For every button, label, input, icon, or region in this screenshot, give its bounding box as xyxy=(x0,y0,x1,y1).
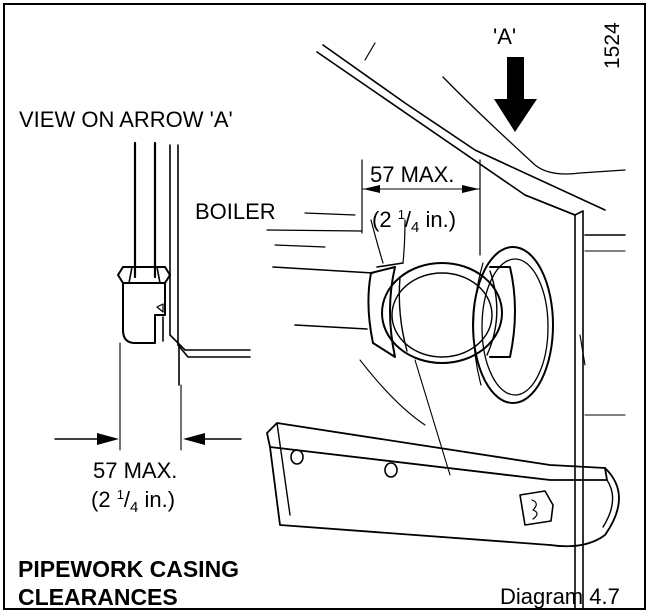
boiler-clearance-max: 57 MAX. xyxy=(370,162,455,187)
diagram-artwork xyxy=(54,42,626,608)
imperial-numerator: 1 xyxy=(397,207,405,222)
imperial-denominator: 4 xyxy=(411,219,420,236)
diagram-frame: 1524 'A' VIEW ON ARROW 'A' BOILER 57 MAX… xyxy=(3,3,646,610)
imperial-slash: / xyxy=(123,487,131,512)
imperial-unit: in.) xyxy=(138,487,176,512)
boiler-clearance-imperial: (2 1/4 in.) xyxy=(372,207,457,235)
view-clearance-max: 57 MAX. xyxy=(93,458,178,483)
drawing-code: 1524 xyxy=(601,22,624,69)
boiler-label: BOILER xyxy=(195,199,276,224)
arrow-a-symbol xyxy=(494,57,537,132)
arrow-a-label: 'A' xyxy=(493,24,517,49)
boiler-fitting xyxy=(266,159,554,476)
imperial-numerator: 1 xyxy=(116,487,124,502)
imperial-whole: (2 xyxy=(91,487,117,512)
view-clearance-imperial: (2 1/4 in.) xyxy=(91,487,176,515)
diagram-number: Diagram 4.7 xyxy=(500,584,620,609)
boiler-casing xyxy=(316,42,626,608)
diagram-title-line-1: PIPEWORK CASING xyxy=(18,556,240,582)
view-on-arrow-label: VIEW ON ARROW 'A' xyxy=(19,107,233,132)
left-dimension-arrows xyxy=(54,433,242,445)
imperial-whole: (2 xyxy=(372,207,398,232)
imperial-slash: / xyxy=(404,207,412,232)
boiler-dimension-arrows xyxy=(361,185,481,193)
diagram-title-line-2: CLEARANCES xyxy=(18,584,178,610)
left-pipe-assembly xyxy=(117,141,251,451)
imperial-denominator: 4 xyxy=(130,499,139,516)
imperial-unit: in.) xyxy=(419,207,457,232)
pipe-bracket xyxy=(266,422,620,548)
